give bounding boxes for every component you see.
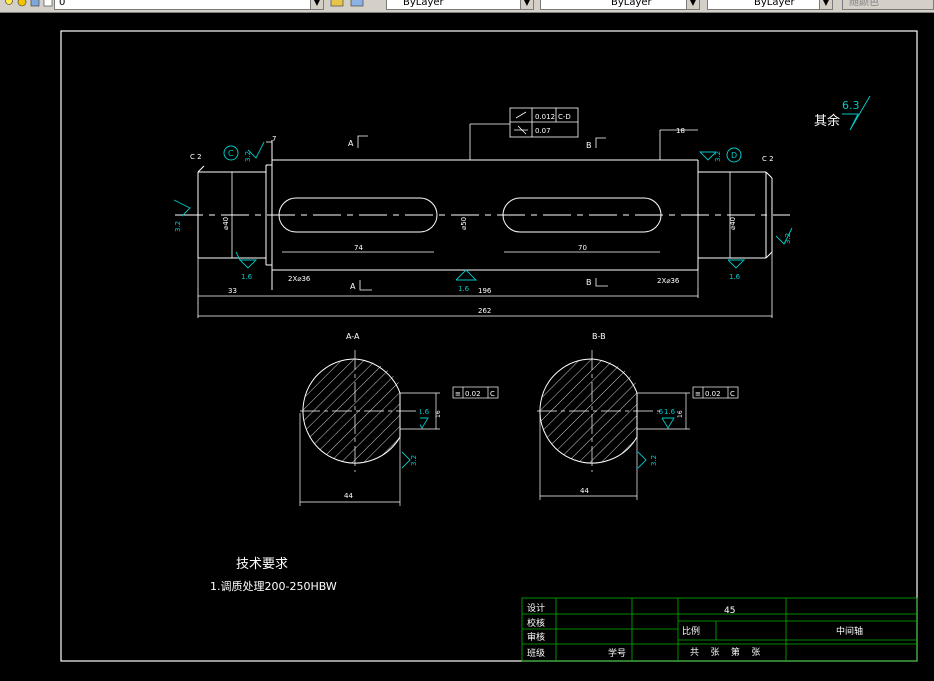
- rough-k: 1.6: [652, 408, 664, 416]
- lineweight-dropdown[interactable]: ByLayer ▼: [707, 0, 833, 10]
- layer-properties-icon[interactable]: [330, 0, 344, 7]
- section-b-bottom: B: [586, 278, 592, 287]
- dia-center: ⌀50: [460, 217, 468, 230]
- width-44-b: 44: [580, 487, 589, 495]
- rough-d: 1.6: [458, 285, 470, 293]
- runout-datum: C-D: [558, 113, 571, 121]
- dim-2x36-left: 2X⌀36: [288, 275, 311, 283]
- layer-color-icon[interactable]: [43, 0, 53, 7]
- rough-g: 3.2: [784, 233, 792, 244]
- section-aa: A-A 16 0.02 C ≡ 44: [299, 332, 499, 506]
- color-dropdown[interactable]: ByLayer ▼: [386, 0, 534, 10]
- tb-review: 审核: [527, 631, 545, 643]
- sun-icon[interactable]: [17, 0, 27, 7]
- drawing-border: [60, 30, 918, 662]
- symmetry-ref-b: C: [730, 390, 735, 398]
- plotstyle-value: 随颜色: [849, 0, 879, 8]
- rough-i: 1.6: [418, 408, 430, 416]
- tech-item-1: 1.调质处理200-250HBW: [210, 580, 337, 593]
- section-aa-label: A-A: [346, 332, 360, 341]
- dim-18: 18: [676, 127, 685, 135]
- rough-j: 3.2: [410, 455, 418, 466]
- dimension-lines: [197, 123, 773, 318]
- technical-requirements: 技术要求 1.调质处理200-250HBW: [210, 557, 337, 593]
- dia-right: ⌀40: [729, 217, 737, 230]
- color-value: ByLayer: [403, 0, 444, 8]
- layer-lock-icon[interactable]: [30, 0, 40, 7]
- dimension-texts: 7 18 74 70 33 196 262 2X⌀36 2X⌀36 C 2 C …: [190, 127, 774, 315]
- symmetry-ref-a: C: [490, 390, 495, 398]
- bulb-icon[interactable]: [4, 0, 14, 7]
- chevron-down-icon[interactable]: ▼: [686, 0, 699, 9]
- tb-class: 班级: [527, 647, 545, 659]
- title-block: 设计 校核 审核 班级 学号 45 比例 中间轴 共 张 第 张: [521, 597, 918, 662]
- dim-33: 33: [228, 287, 237, 295]
- symmetry-icon: ≡: [455, 390, 461, 398]
- datum-symbols: C D: [223, 145, 742, 163]
- tb-scale-label: 比例: [682, 625, 700, 637]
- dim-262: 262: [478, 307, 491, 315]
- linetype-value: ByLayer: [611, 0, 652, 8]
- dim-74: 74: [354, 244, 363, 252]
- geometric-tolerance-frame: 0.012 C-D 0.07: [509, 107, 579, 138]
- runout-arrow-icon: [514, 111, 528, 135]
- section-bb: B-B 16 0.02 C ≡ 44: [537, 332, 739, 500]
- rough-m: 3.2: [650, 455, 658, 466]
- rough-l: 1.6: [664, 408, 676, 416]
- tb-check: 校核: [527, 617, 545, 629]
- tb-student-id: 学号: [608, 647, 626, 659]
- tb-sheets: 共 张 第 张: [690, 646, 760, 658]
- datum-d: D: [731, 151, 737, 160]
- roughness-marks: [173, 141, 793, 469]
- runout-value: 0.012: [535, 113, 555, 121]
- rough-f: 1.6: [729, 273, 741, 281]
- dim-196: 196: [478, 287, 492, 295]
- layer-value: 0: [59, 0, 66, 8]
- symmetry-tol-b: 0.02: [705, 390, 721, 398]
- rough-b: 3.2: [174, 221, 182, 232]
- main-shaft-view: [175, 140, 790, 290]
- chevron-down-icon[interactable]: ▼: [310, 0, 323, 9]
- section-markers: A A B B: [348, 135, 608, 291]
- dim-2x36-right: 2X⌀36: [657, 277, 680, 285]
- lineweight-value: ByLayer: [754, 0, 795, 8]
- drawing-canvas[interactable]: 其余 6.3: [0, 13, 934, 681]
- roughness-symbol-icon: [842, 95, 871, 131]
- tb-design: 设计: [527, 602, 545, 614]
- chamfer-right: C 2: [762, 155, 774, 163]
- tech-title: 技术要求: [236, 557, 288, 572]
- chevron-down-icon[interactable]: ▼: [520, 0, 533, 9]
- keyway-width-a: 16: [435, 410, 442, 418]
- layer-previous-icon[interactable]: [350, 0, 364, 7]
- layer-dropdown[interactable]: 0 ▼: [54, 0, 324, 10]
- symmetry-tol-a: 0.02: [465, 390, 481, 398]
- plotstyle-dropdown[interactable]: 随颜色: [842, 0, 934, 10]
- rough-c: 1.6: [241, 273, 253, 281]
- surface-roughness-note: 其余 6.3: [814, 95, 871, 131]
- dia-left: ⌀40: [222, 217, 230, 230]
- symmetry-icon: ≡: [695, 390, 701, 398]
- chevron-down-icon[interactable]: ▼: [819, 0, 832, 9]
- rough-a: 3.2: [244, 151, 252, 162]
- rough-e: 3.2: [714, 151, 722, 162]
- dim-7: 7: [272, 135, 276, 143]
- section-a-top: A: [348, 139, 354, 148]
- keyway-width-b: 16: [677, 410, 684, 418]
- remaining-roughness-value: 6.3: [842, 99, 860, 112]
- section-b-top: B: [586, 141, 592, 150]
- section-a-bottom: A: [350, 282, 356, 291]
- dim-70: 70: [578, 244, 587, 252]
- remaining-label: 其余: [814, 113, 840, 129]
- tb-material: 45: [724, 606, 735, 616]
- linetype-dropdown[interactable]: ByLayer ▼: [540, 0, 700, 10]
- width-44-a: 44: [344, 492, 353, 500]
- properties-toolbar: 0 ▼ ByLayer ▼ ByLayer ▼ ByLayer ▼ 随颜色: [0, 0, 934, 13]
- tb-part-name: 中间轴: [836, 625, 863, 637]
- chamfer-left: C 2: [190, 153, 202, 161]
- section-bb-label: B-B: [592, 332, 606, 341]
- cylindricity-value: 0.07: [535, 127, 551, 135]
- datum-c: C: [228, 149, 234, 158]
